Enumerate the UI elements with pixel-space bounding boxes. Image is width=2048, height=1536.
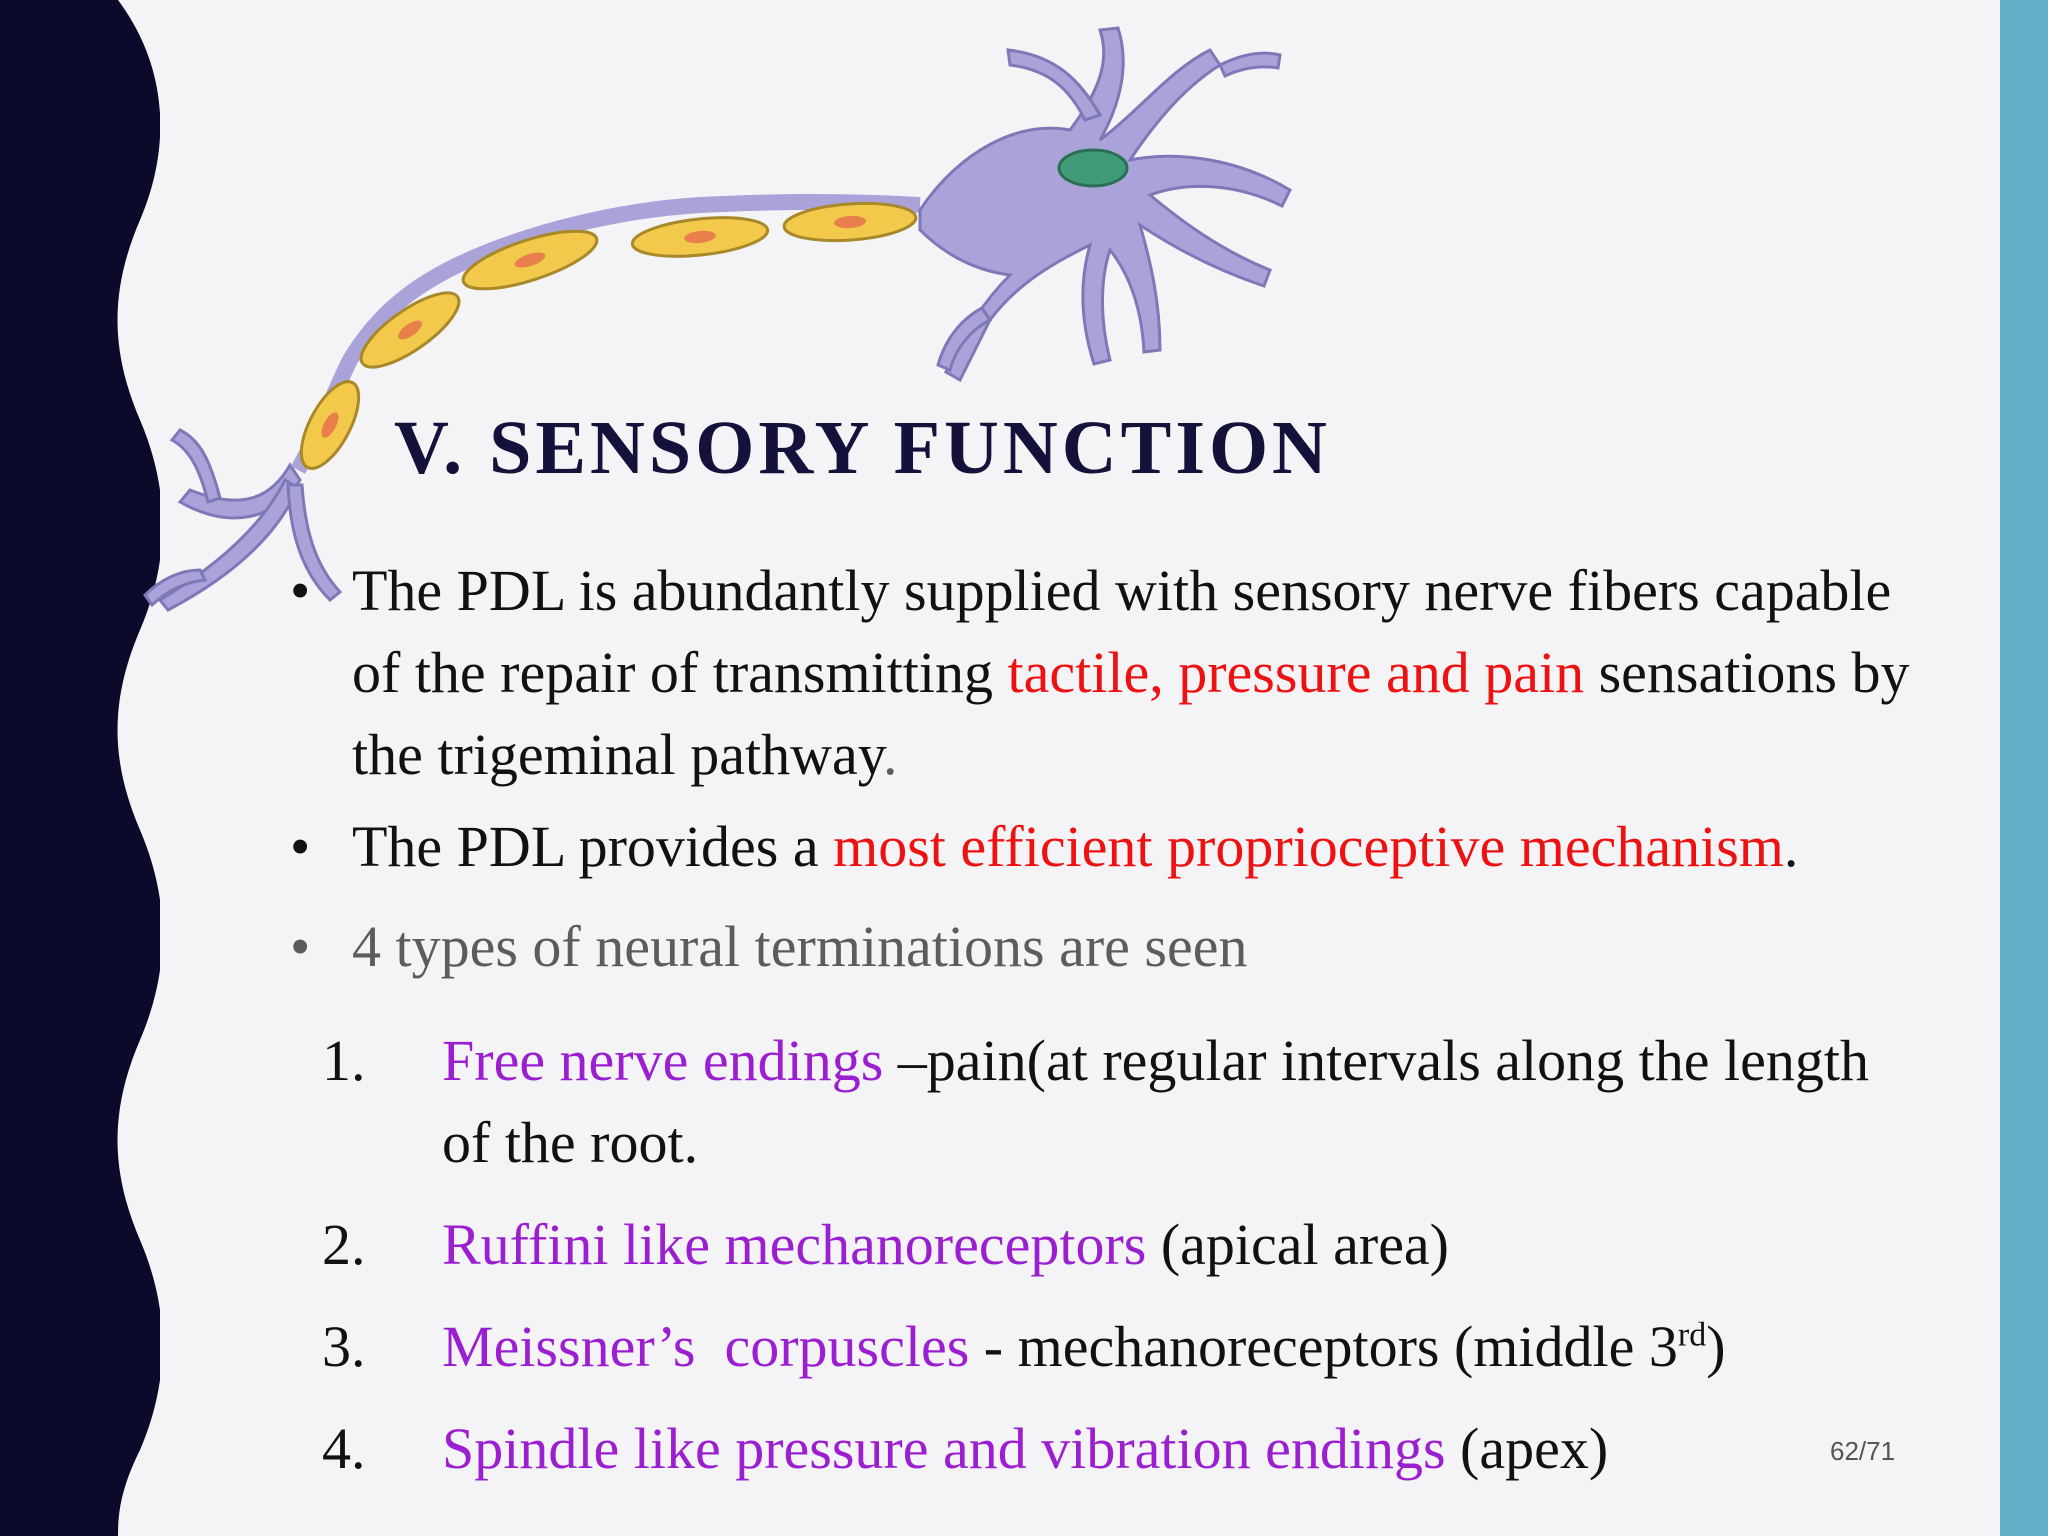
item-term: Free nerve endings	[442, 1028, 884, 1093]
bullet-text: sensations by the trigeminal pathway	[352, 640, 1910, 787]
item-number: 3.	[322, 1314, 366, 1379]
bullet-item: • The PDL is abundantly supplied with se…	[290, 550, 1930, 796]
bullet-text: The PDL is abundantly supplied with sens…	[352, 558, 1892, 705]
item-description: (apex)	[1445, 1416, 1609, 1481]
bullet-text: .	[1783, 814, 1799, 879]
item-number: 4.	[322, 1416, 366, 1481]
page-number: 62/71	[1830, 1436, 1896, 1466]
item-description: (apical area)	[1146, 1212, 1449, 1277]
left-wavy-band	[0, 0, 160, 1536]
item-description: - mechanoreceptors (middle 3	[969, 1314, 1678, 1379]
bullet-text: 4 types of neural terminations are seen	[352, 914, 1248, 979]
numbered-item: 4. Spindle like pressure and vibration e…	[322, 1408, 1922, 1490]
highlight-text: most efficient proprioceptive mechanism	[833, 814, 1784, 879]
superscript: rd	[1677, 1316, 1707, 1354]
right-accent-band	[2000, 0, 2048, 1536]
highlight-text: tactile, pressure and pain	[1007, 640, 1585, 705]
item-number: 2.	[322, 1212, 366, 1277]
numbered-list: 1. Free nerve endings –pain(at regular i…	[322, 1020, 1922, 1510]
item-term: Spindle like pressure and vibration endi…	[442, 1416, 1446, 1481]
bullet-text: .	[882, 722, 898, 787]
neuron-illustration	[143, 26, 1292, 612]
bullet-dot: •	[290, 914, 311, 979]
item-term: Meissner’s corpuscles	[442, 1314, 970, 1379]
bullet-text: The PDL provides a	[352, 814, 834, 879]
numbered-item: 2. Ruffini like mechanoreceptors (apical…	[322, 1204, 1922, 1286]
item-description: )	[1706, 1314, 1726, 1379]
item-number: 1.	[322, 1028, 366, 1093]
numbered-item: 1. Free nerve endings –pain(at regular i…	[322, 1020, 1922, 1184]
bullet-item: • 4 types of neural terminations are see…	[290, 906, 1930, 988]
bullet-list: • The PDL is abundantly supplied with se…	[290, 550, 1930, 988]
bullet-dot: •	[290, 558, 311, 623]
bullet-item: • The PDL provides a most efficient prop…	[290, 806, 1930, 888]
numbered-item: 3. Meissner’s corpuscles - mechanorecept…	[322, 1306, 1922, 1388]
bullet-dot: •	[290, 814, 311, 879]
slide-title: V. SENSORY FUNCTION	[394, 406, 1331, 490]
item-description: –pain(at regular intervals along the len…	[442, 1028, 1869, 1175]
item-term: Ruffini like mechanoreceptors	[442, 1212, 1147, 1277]
